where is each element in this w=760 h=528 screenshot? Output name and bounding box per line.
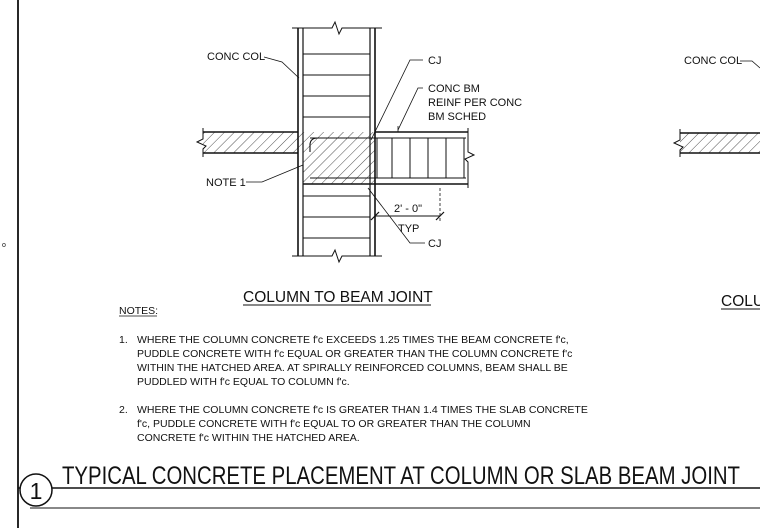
note-2-line-3: CONCRETE f'c WITHIN THE HATCHED AREA.: [137, 432, 360, 444]
detail-number: 1: [30, 478, 43, 504]
note-1-line-1: WHERE THE COLUMN CONCRETE f'c EXCEEDS 1.…: [137, 334, 569, 346]
slab-hatch-left: [203, 132, 303, 153]
label-note-1: NOTE 1: [206, 177, 246, 189]
label-typ: TYP: [398, 223, 419, 235]
concrete-beam: [303, 126, 476, 222]
note-1-line-3: WITHIN THE HATCHED AREA. AT SPIRALLY REI…: [137, 362, 568, 374]
dimension-2ft: [370, 188, 445, 222]
notes-heading: NOTES:: [119, 305, 158, 317]
label-conc-bm-line3: BM SCHED: [428, 111, 486, 123]
joint-hatch-area: [303, 132, 375, 184]
note-1-number: 1.: [119, 334, 128, 346]
label-conc-bm-line2: REINF PER CONC: [428, 97, 522, 109]
concrete-column: [292, 20, 382, 264]
sheet-title: TYPICAL CONCRETE PLACEMENT AT COLUMN OR …: [62, 462, 740, 490]
detail-number-circle: [19, 473, 53, 507]
notes-block: NOTES: 1. WHERE THE COLUMN CONCRETE f'c …: [119, 305, 588, 444]
label-conc-bm-line1: CONC BM: [428, 83, 480, 95]
leaders: [246, 56, 425, 244]
label-cj-top: CJ: [428, 55, 441, 67]
label-cj-bottom: CJ: [428, 238, 441, 250]
note-1-line-4: PUDDLED WITH f'c EQUAL TO COLUMN f'c.: [137, 376, 350, 388]
detail-title-right: COLU: [721, 293, 760, 310]
sheet-title-block: 1 TYPICAL CONCRETE PLACEMENT AT COLUMN O…: [19, 462, 740, 507]
label-conc-col-right: CONC COL: [684, 55, 742, 67]
note-2-line-2: f'c, PUDDLE CONCRETE WITH f'c EQUAL TO O…: [137, 418, 531, 430]
column-to-beam-joint-detail: CONC COL CJ CONC BM REINF PER CONC BM SC…: [195, 20, 522, 264]
note-1-line-2: PUDDLE CONCRETE WITH f'c EQUAL OR GREATE…: [137, 348, 572, 360]
slab-left: [195, 128, 298, 157]
detail-title: COLUMN TO BEAM JOINT: [243, 289, 433, 306]
adjacent-detail-partial: CONC COL COLU: [672, 55, 760, 310]
svg-text:o: o: [2, 242, 6, 249]
label-dimension: 2' - 0": [394, 203, 422, 215]
note-2-number: 2.: [119, 404, 128, 416]
label-conc-col: CONC COL: [207, 51, 265, 63]
note-2-line-1: WHERE THE COLUMN CONCRETE f'c IS GREATER…: [137, 404, 588, 416]
